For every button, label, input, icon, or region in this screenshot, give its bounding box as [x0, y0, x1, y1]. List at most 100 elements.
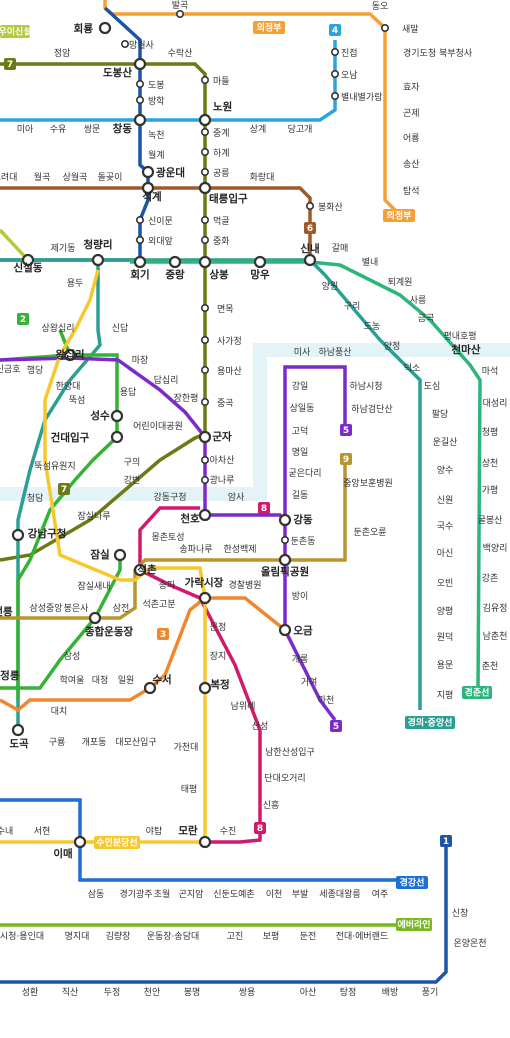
station-label-seolleung[interactable]: 선릉 — [0, 605, 13, 618]
station-label-wolgye[interactable]: 월계 — [148, 149, 165, 161]
station-label-guri[interactable]: 구리 — [344, 301, 361, 312]
station-label-moran[interactable]: 모란 — [178, 825, 198, 837]
station-marker-moran[interactable] — [198, 835, 212, 849]
station-label-suyu[interactable]: 수유 — [50, 124, 67, 135]
station-marker-gunja[interactable] — [198, 430, 212, 444]
line-badge-uisinseol[interactable] — [0, 25, 30, 38]
station-marker-bokjeong[interactable] — [198, 681, 212, 695]
station-label-palmdang[interactable]: 팔당 — [432, 408, 449, 420]
station-label-banghak[interactable]: 방학 — [148, 96, 165, 107]
station-label-samdong[interactable]: 삼동 — [88, 889, 105, 900]
station-label-sinnae[interactable]: 신내 — [300, 242, 319, 255]
station-label-dolgoji[interactable]: 돌곶이 — [98, 172, 123, 183]
station-marker-suseo[interactable] — [143, 681, 157, 695]
station-marker-meokgol[interactable] — [201, 216, 210, 225]
station-label-daeseongri[interactable]: 대성리 — [483, 398, 508, 409]
station-label-yangjeong[interactable]: 양정 — [384, 341, 401, 352]
station-label-daemo[interactable]: 대모산입구 — [115, 736, 156, 748]
line-badge-l8[interactable] — [258, 502, 270, 514]
line-badge-l7[interactable] — [4, 58, 16, 70]
station-label-maseok[interactable]: 마석 — [482, 366, 499, 377]
station-label-guui[interactable]: 구의 — [124, 457, 141, 468]
station-marker-sinimun[interactable] — [136, 216, 145, 225]
station-marker-olympic[interactable] — [278, 553, 292, 567]
station-label-suraksan[interactable]: 수락산 — [168, 47, 193, 59]
station-label-mangwolsa[interactable]: 망월사 — [129, 39, 155, 51]
station-marker-byeollae_garam[interactable] — [330, 92, 339, 101]
station-label-yangpyeong[interactable]: 양평 — [437, 606, 454, 617]
station-label-mangu[interactable]: 망우 — [250, 268, 270, 281]
station-label-achinsan[interactable]: 아신 — [437, 548, 454, 559]
station-label-seonjeongneung[interactable]: 선정릉 — [0, 669, 20, 682]
station-label-gyeongchal[interactable]: 경찰병원 — [228, 579, 261, 591]
station-label-garak[interactable]: 가락시장 — [185, 576, 224, 589]
station-marker-yongmasan[interactable] — [201, 365, 210, 374]
station-label-eoryong[interactable]: 어룡 — [403, 133, 420, 144]
station-label-toegyewon[interactable]: 퇴계원 — [388, 276, 413, 288]
station-label-samseongjungang[interactable]: 삼성중앙 — [29, 602, 62, 614]
station-label-ev1[interactable]: 시청·용인대 — [0, 931, 44, 942]
station-label-ssangmun[interactable]: 쌍문 — [84, 124, 101, 135]
station-label-cheonan[interactable]: 천안 — [144, 987, 161, 998]
station-label-bokjeong[interactable]: 복정 — [210, 678, 229, 691]
station-label-dapsimni[interactable]: 답십리 — [154, 374, 179, 386]
station-label-dandae[interactable]: 단대오거리 — [264, 773, 305, 784]
station-marker-onam[interactable] — [330, 70, 339, 79]
station-label-sinchang[interactable]: 신창 — [452, 908, 469, 919]
station-label-ev7[interactable]: 둔전 — [300, 931, 317, 942]
station-label-gangbyeon[interactable]: 강변 — [124, 475, 141, 486]
station-label-bangi[interactable]: 방이 — [292, 591, 309, 602]
station-label-hanamgeomdan[interactable]: 하남검단산 — [351, 403, 392, 415]
station-label-goryeodae[interactable]: 고려대 — [0, 172, 17, 183]
station-label-chuncheon[interactable]: 춘천 — [482, 661, 499, 672]
station-label-gangdong[interactable]: 강동 — [293, 513, 313, 526]
station-marker-saemal[interactable] — [380, 23, 389, 32]
station-label-hanseongbaekje[interactable]: 한성백제 — [223, 544, 256, 555]
station-label-gulbongsan[interactable]: 굴봉산 — [478, 515, 503, 526]
station-label-madeul[interactable]: 마들 — [213, 76, 230, 87]
station-label-tapseok[interactable]: 탑석 — [403, 185, 420, 197]
station-label-junggok[interactable]: 중곡 — [217, 398, 234, 409]
line-badge-l5[interactable] — [330, 720, 342, 732]
station-marker-cheonho[interactable] — [198, 508, 212, 522]
station-label-hoegi[interactable]: 회기 — [130, 268, 149, 281]
station-marker-dobong[interactable] — [136, 80, 145, 89]
station-marker-hoegi[interactable] — [133, 255, 147, 269]
station-label-sareung[interactable]: 사릉 — [410, 295, 427, 306]
station-label-icheon[interactable]: 이천 — [266, 889, 283, 900]
station-label-baebang[interactable]: 배방 — [382, 987, 399, 998]
station-label-sangwangsimni[interactable]: 상왕십리 — [41, 323, 74, 334]
station-label-macheon[interactable]: 마천 — [318, 695, 335, 706]
station-label-jungang_bohun[interactable]: 중앙보훈병원 — [343, 477, 393, 489]
station-label-asan[interactable]: 아산 — [300, 987, 317, 998]
station-marker-madeul[interactable] — [201, 76, 210, 85]
station-marker-ogeum[interactable] — [278, 623, 292, 637]
station-label-cheongdam[interactable]: 청담 — [27, 492, 44, 504]
station-label-hagye[interactable]: 하계 — [213, 147, 230, 159]
station-marker-junghwa[interactable] — [201, 236, 210, 245]
station-label-seokchongobun[interactable]: 석촌고분 — [142, 599, 175, 610]
line-badge-l2[interactable] — [17, 313, 29, 325]
line-badge-l7[interactable] — [58, 483, 70, 495]
station-label-sinseoldong[interactable]: 신설동 — [14, 261, 43, 274]
station-label-olympic[interactable]: 올림픽공원 — [261, 565, 309, 578]
station-marker-dogok[interactable] — [11, 723, 25, 737]
station-label-chowol[interactable]: 초월 — [154, 888, 171, 900]
station-marker-balgok[interactable] — [176, 10, 185, 19]
station-marker-hoeryong[interactable] — [98, 21, 112, 35]
station-label-gongneung[interactable]: 공릉 — [213, 168, 230, 179]
station-marker-sports[interactable] — [88, 611, 102, 625]
station-label-namchuncheon[interactable]: 남춘천 — [483, 631, 508, 642]
station-label-gapyeong[interactable]: 가평 — [482, 485, 499, 496]
station-label-yeoju[interactable]: 여주 — [372, 888, 389, 900]
station-label-jamsilsaenae[interactable]: 잠실새내 — [77, 581, 110, 592]
station-label-hanamp[interactable]: 하남풍산 — [318, 347, 351, 358]
station-label-punggi[interactable]: 풍기 — [422, 987, 439, 998]
station-label-gwangnaru[interactable]: 광나루 — [210, 474, 235, 486]
station-label-amsa[interactable]: 암사 — [228, 491, 245, 503]
station-label-sinimun[interactable]: 신이문 — [148, 216, 173, 227]
station-label-geoyeo[interactable]: 거여 — [301, 676, 318, 688]
station-marker-cheongnyangni[interactable] — [91, 253, 105, 267]
station-marker-dobongsan[interactable] — [133, 57, 147, 71]
line-badge-l3[interactable] — [157, 628, 169, 640]
